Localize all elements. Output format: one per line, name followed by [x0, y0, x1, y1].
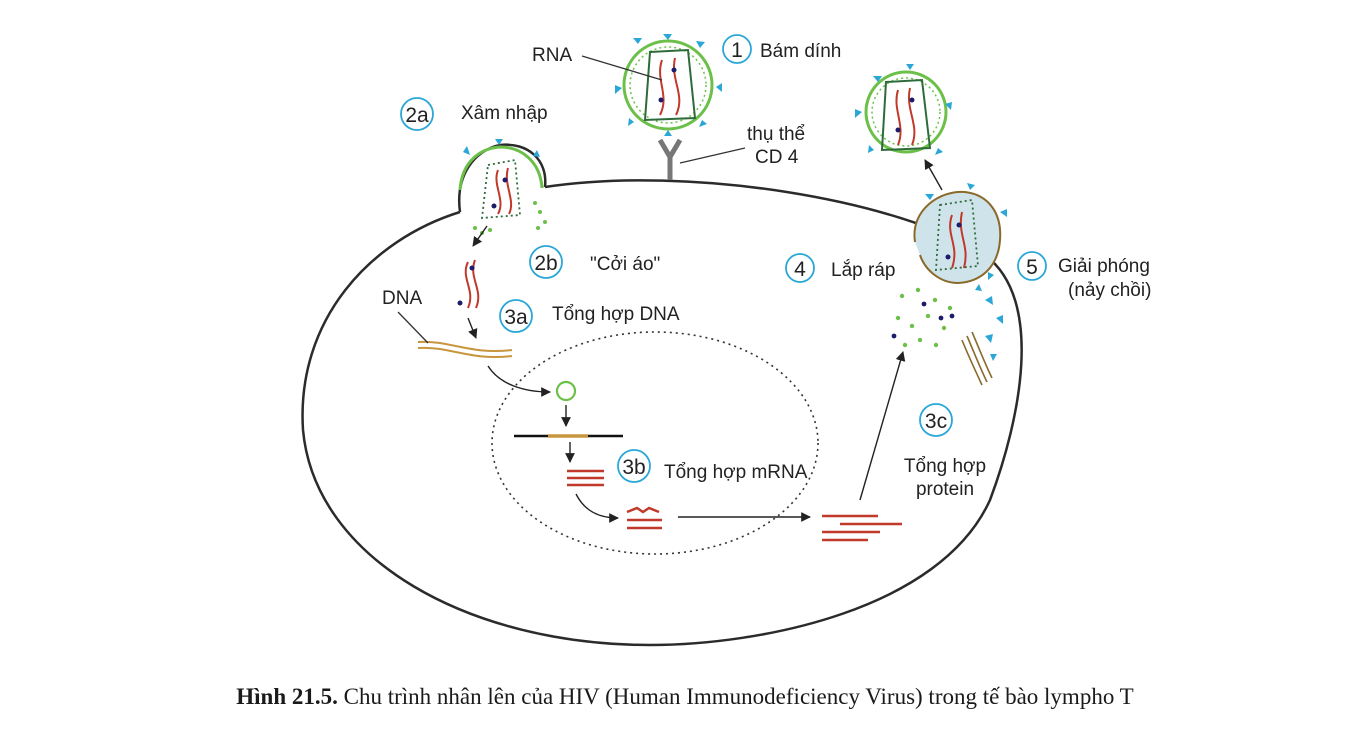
mrna-cytoplasm	[822, 514, 902, 542]
step-num-4: 4	[794, 258, 806, 281]
rna-label: RNA	[532, 45, 572, 66]
step-label-5: Giải phóng	[1058, 256, 1150, 277]
step-num-3c: 3c	[925, 410, 947, 433]
step-label-3b: Tổng hợp mRNA	[664, 462, 808, 483]
figure-caption: Hình 21.5. Chu trình nhân lên của HIV (H…	[0, 684, 1370, 710]
nucleus	[491, 331, 819, 555]
step-label-5-sub: (nảy chồi)	[1068, 280, 1151, 301]
step-num-2b: 2b	[534, 252, 557, 275]
step-circle-3c: 3c	[919, 403, 953, 437]
arrow-dna-nucleus	[487, 365, 551, 397]
mrna-spliced	[626, 506, 662, 530]
cd4-receptor	[657, 138, 683, 180]
entry-pocket	[457, 143, 547, 213]
arrow-uncoat	[472, 225, 488, 247]
virion-entering	[458, 139, 547, 235]
step-label-3c-line2: protein	[916, 479, 974, 500]
arrow-rt	[467, 317, 478, 339]
uncoating-label: "Cởi áo"	[590, 254, 660, 275]
viral-dna	[417, 340, 513, 358]
step-circle-1: 1	[722, 34, 752, 64]
receptor-pointer	[679, 147, 746, 164]
released-rna	[457, 259, 480, 309]
step-circle-5: 5	[1017, 251, 1047, 281]
circular-dna	[555, 380, 577, 402]
step-label-3c-line1: Tổng hợp	[904, 456, 986, 477]
caption-number: Hình 21.5.	[236, 684, 338, 709]
rna-pointer	[581, 55, 663, 81]
step-circle-3a: 3a	[499, 299, 533, 333]
caption-text: Chu trình nhân lên của HIV (Human Immuno…	[337, 684, 1134, 709]
step-label-2a: Xâm nhập	[461, 103, 548, 124]
golgi	[961, 331, 993, 386]
mrna-bundle	[567, 469, 604, 487]
step-num-5: 5	[1026, 256, 1038, 279]
arrow-release	[924, 159, 943, 191]
step-label-3a: Tổng hợp DNA	[552, 304, 680, 325]
step-num-3a: 3a	[504, 306, 528, 329]
released-virion	[855, 64, 952, 155]
step-circle-2a: 2a	[400, 97, 434, 131]
budding-virion	[913, 183, 1007, 285]
step-label-4: Lắp ráp	[831, 259, 895, 281]
virion-attaching	[615, 34, 722, 136]
step-circle-3b: 3b	[617, 449, 651, 483]
receptor-label-line2: CD 4	[755, 147, 799, 168]
receptor-label-line1: thụ thể	[747, 124, 805, 145]
protein-dots	[891, 287, 955, 348]
cell-membrane	[301, 179, 1023, 647]
step-circle-2b: 2b	[529, 245, 563, 279]
dna-pointer	[397, 311, 429, 344]
step-label-1: Bám dính	[760, 41, 841, 62]
hiv-cycle-diagram: 1 2a 2b 3a 3b 3c 4 5 Bám dính Xâm nhập "…	[301, 34, 1151, 647]
dna-label: DNA	[382, 288, 422, 309]
membrane-spikes	[975, 284, 1003, 361]
arrow-translate	[859, 351, 906, 501]
arrow-splice	[575, 493, 619, 523]
step-num-1: 1	[731, 39, 743, 62]
step-num-3b: 3b	[622, 456, 645, 479]
step-circle-4: 4	[785, 253, 815, 283]
step-num-2a: 2a	[405, 104, 429, 127]
